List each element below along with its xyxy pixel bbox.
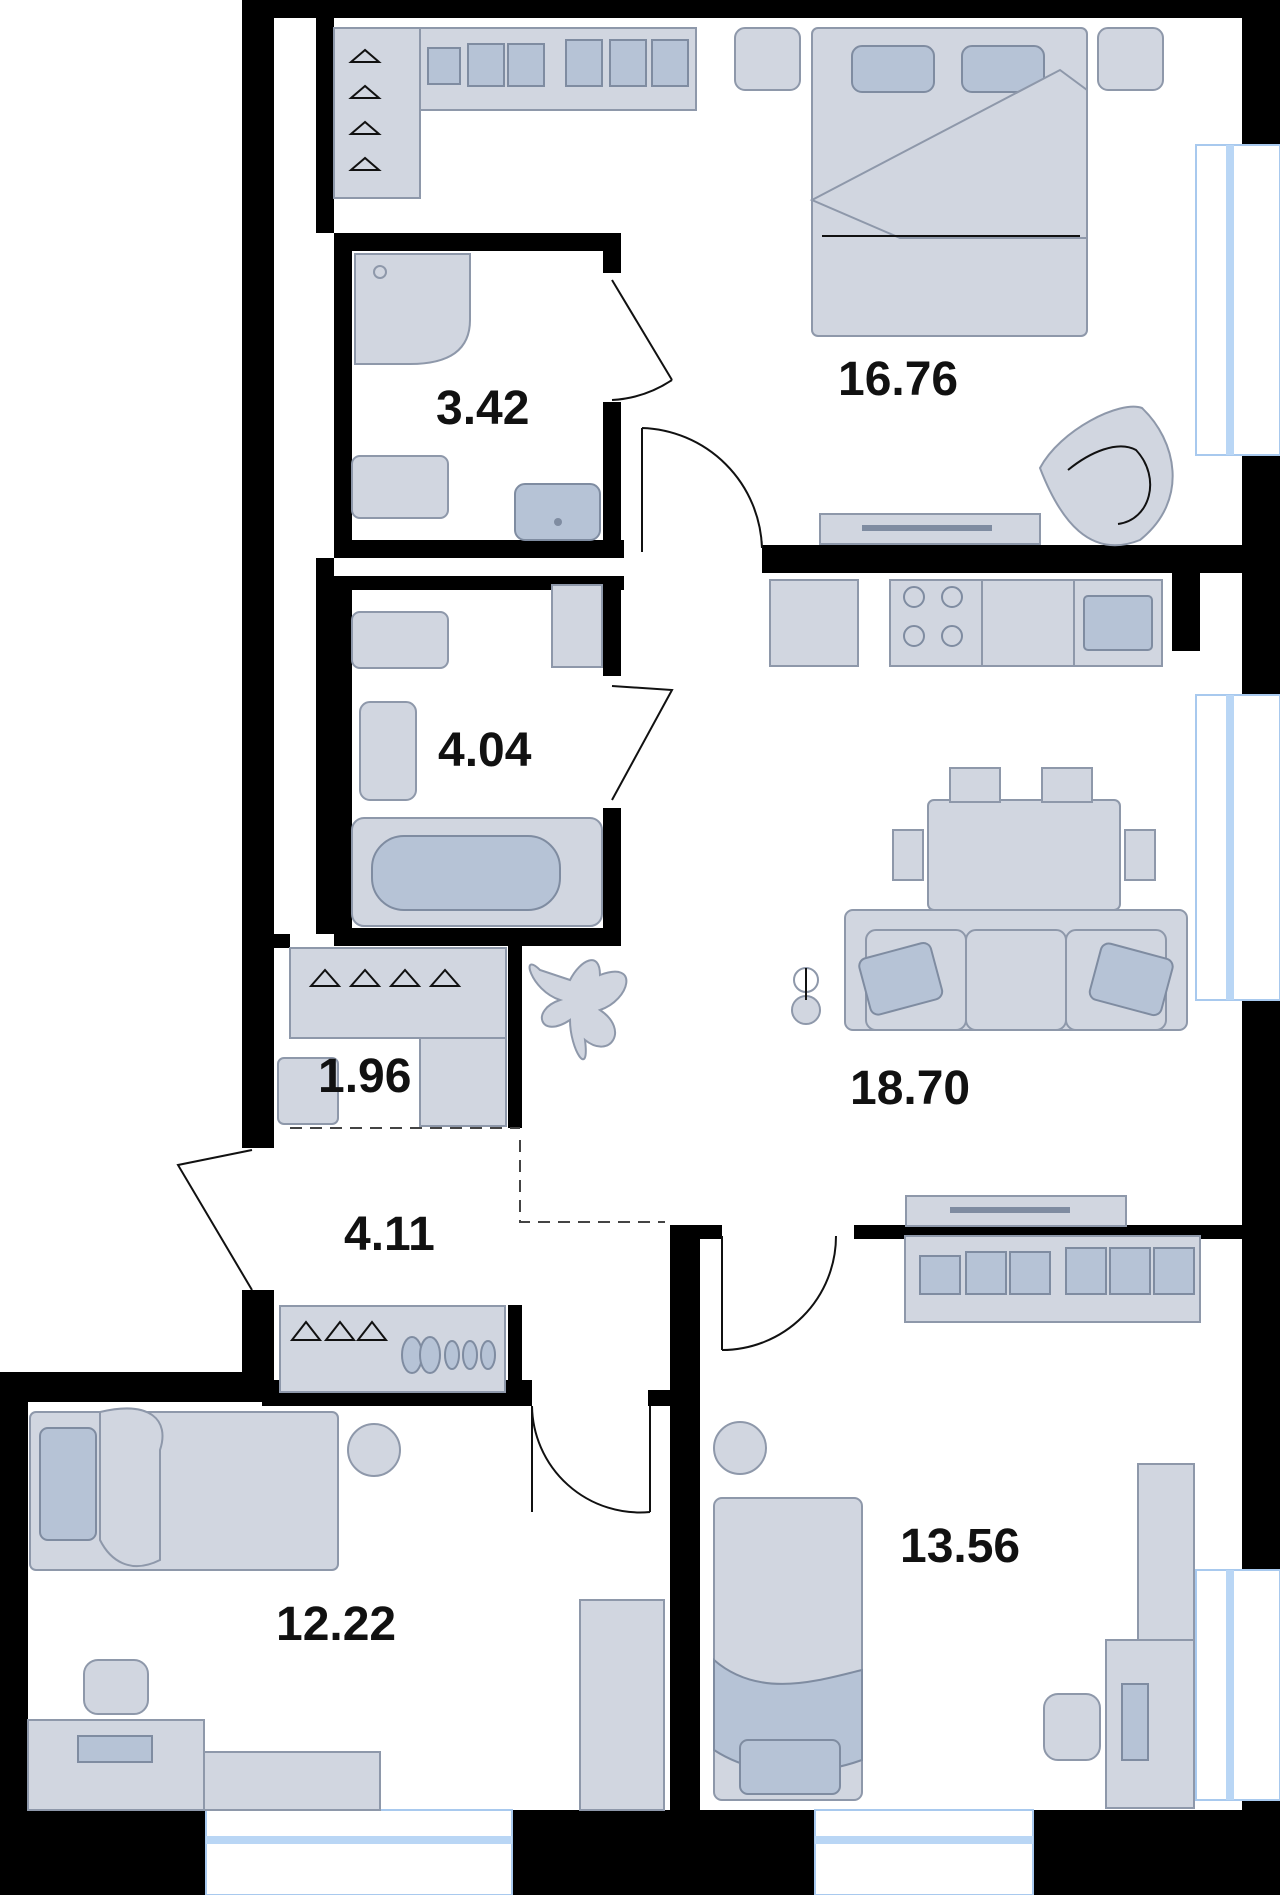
room-area-bedroom-left: 12.22 [276, 1598, 396, 1651]
kitchen-units [769, 579, 1163, 667]
armchair [1038, 405, 1174, 547]
storage-wardrobe [277, 947, 507, 1127]
tv-stand-top [819, 513, 1041, 545]
bed-main [734, 27, 1164, 337]
wardrobe-top [333, 27, 697, 199]
room-area-bathroom-1: 3.42 [436, 382, 529, 435]
bedroom-left-furniture [27, 1407, 665, 1811]
hallway-wardrobe [279, 1305, 506, 1393]
windows [205, 144, 1280, 1895]
dining-table [892, 767, 1156, 911]
plant [528, 959, 628, 1061]
room-area-bathroom-2: 4.04 [438, 724, 532, 777]
doors [176, 279, 837, 1514]
room-labels: 16.76 3.42 4.04 18.70 1.96 4.11 12.22 13… [276, 353, 1020, 1651]
room-area-hallway: 4.11 [344, 1208, 435, 1261]
room-area-living-kitchen: 18.70 [850, 1062, 970, 1115]
bedroom-right-furniture [713, 1195, 1201, 1809]
bathroom-1-fixtures [351, 253, 601, 541]
bathroom-2-fixtures [351, 584, 603, 927]
room-area-bedroom-right: 13.56 [900, 1520, 1020, 1573]
floor-lamp [791, 967, 821, 1025]
zone-lines [290, 1127, 665, 1223]
room-area-bedroom-main: 16.76 [838, 353, 958, 406]
room-area-storage: 1.96 [318, 1050, 411, 1103]
sofa [844, 909, 1188, 1031]
